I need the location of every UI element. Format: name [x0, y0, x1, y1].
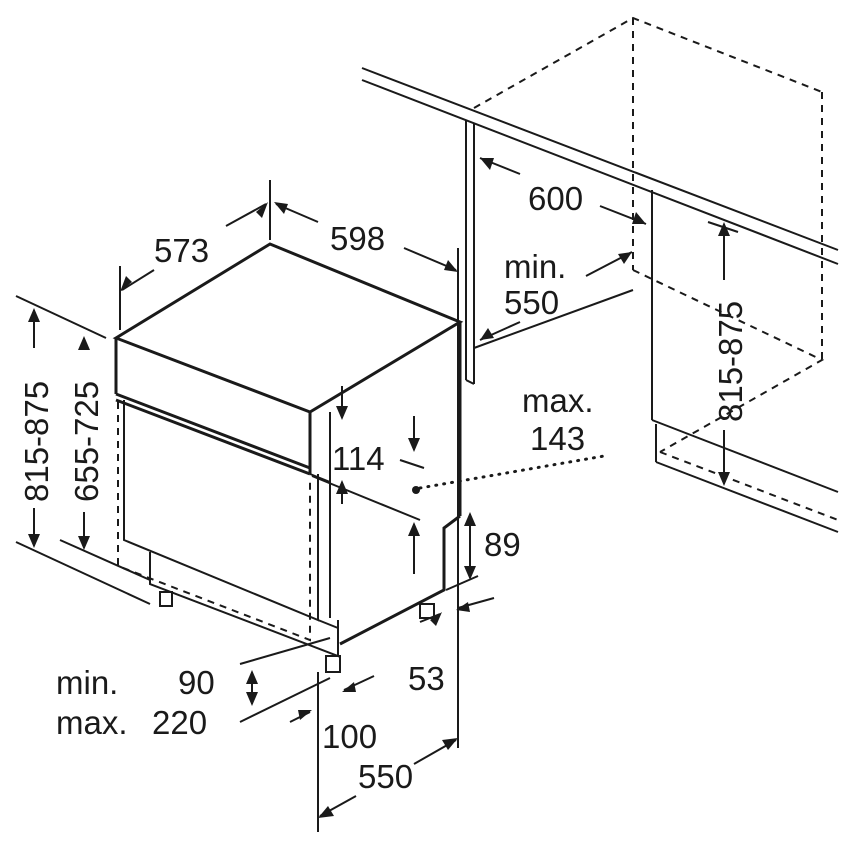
label-niche-min: min. [504, 248, 566, 285]
label-width-598: 598 [330, 220, 385, 257]
label-plinth-89: 89 [484, 526, 521, 563]
label-height-left: 815-875 [18, 381, 55, 502]
label-foot-100: 100 [322, 718, 377, 755]
dishwasher-body [112, 242, 606, 673]
label-niche-550: 550 [504, 284, 559, 321]
label-adjust-max-220: 220 [152, 704, 207, 741]
label-max-143: 143 [530, 420, 585, 457]
label-foot-53: 53 [408, 660, 445, 697]
label-bottom-550: 550 [358, 758, 413, 795]
dimension-labels: 573 598 600 min. 550 815-875 815-875 655… [18, 180, 749, 795]
dimension-lines [15, 180, 495, 832]
label-adjust-min-90: 90 [178, 664, 215, 701]
label-adjust-max: max. [56, 704, 128, 741]
cabinet-niche [361, 16, 839, 533]
label-niche-height: 815-875 [712, 301, 749, 422]
label-adjust-min: min. [56, 664, 118, 701]
label-niche-600: 600 [528, 180, 583, 217]
label-panel-114: 114 [332, 440, 385, 477]
label-max: max. [522, 382, 594, 419]
label-depth-573: 573 [154, 232, 209, 269]
label-height-inner: 655-725 [68, 381, 105, 502]
